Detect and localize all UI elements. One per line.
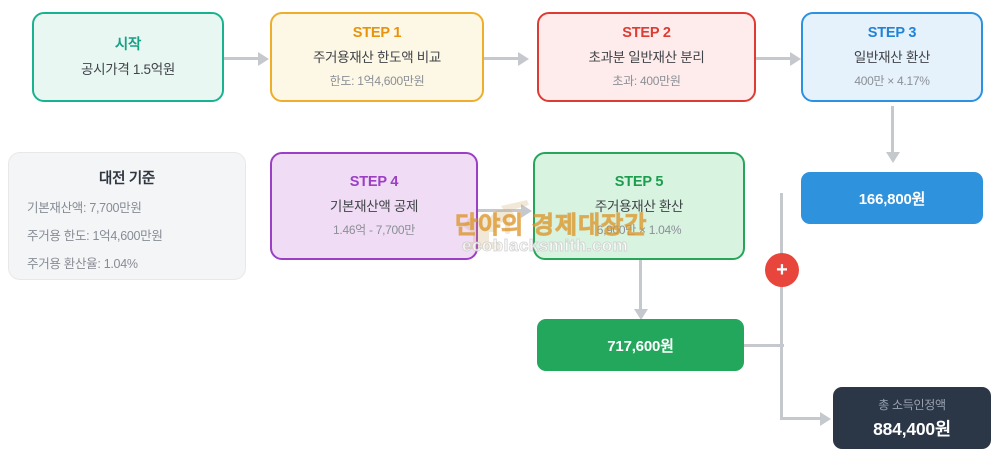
node-step2-note: 초과: 400만원 — [612, 74, 681, 89]
reference-info-panel: 대전 기준 기본재산액: 7,700만원 주거용 한도: 1억4,600만원 주… — [8, 152, 246, 280]
reference-panel-title: 대전 기준 — [99, 171, 155, 187]
node-step4[interactable]: STEP 4 기본재산액 공제 1.46억 - 7,700만 — [270, 152, 478, 260]
total-income-caption: 총 소득인정액 — [878, 397, 946, 412]
node-step3-note: 400만 × 4.17% — [854, 74, 930, 89]
connector-step2-to-step3 — [756, 57, 792, 60]
total-income-value: 884,400원 — [873, 418, 951, 439]
node-step3[interactable]: STEP 3 일반재산 환산 400만 × 4.17% — [801, 12, 983, 102]
connector-green-result-to-rail — [744, 344, 784, 347]
arrow-step3-to-blue-result — [885, 152, 900, 163]
reference-panel-row-housing-limit: 주거용 한도: 1억4,600만원 — [27, 228, 163, 243]
node-start[interactable]: 시작 공시가격 1.5억원 — [32, 12, 224, 102]
arrow-step5-to-green-result — [633, 309, 648, 320]
result-housing-converted[interactable]: 717,600원 — [537, 319, 744, 371]
node-step5[interactable]: STEP 5 주거용재산 환산 6,900만 × 1.04% — [533, 152, 745, 260]
result-general-converted[interactable]: 166,800원 — [801, 172, 983, 224]
node-step1-subtitle: 주거용재산 한도액 비교 — [312, 50, 442, 66]
node-step2-subtitle: 초과분 일반재산 분리 — [588, 50, 705, 66]
node-step1-note: 한도: 1억4,600만원 — [329, 74, 425, 89]
node-step5-title: STEP 5 — [614, 174, 664, 191]
plus-icon-glyph: + — [776, 259, 788, 281]
node-step4-title: STEP 4 — [349, 174, 399, 191]
node-step2[interactable]: STEP 2 초과분 일반재산 분리 초과: 400만원 — [537, 12, 756, 102]
node-step4-subtitle: 기본재산액 공제 — [329, 199, 419, 215]
node-step3-subtitle: 일반재산 환산 — [853, 50, 931, 66]
node-step5-note: 6,900만 × 1.04% — [596, 223, 682, 238]
connector-sum-rail-vertical — [780, 193, 783, 420]
connector-step3-to-blue-result — [891, 106, 894, 154]
reference-panel-row-basic-asset: 기본재산액: 7,700만원 — [27, 201, 142, 215]
node-step4-note: 1.46억 - 7,700만 — [333, 223, 415, 238]
node-start-title: 시작 — [114, 36, 142, 53]
connector-step5-to-green-result — [639, 256, 642, 311]
reference-panel-row-housing-rate: 주거용 환산율: 1.04% — [27, 256, 138, 271]
arrow-start-to-step1 — [258, 51, 269, 66]
connector-start-to-step1 — [224, 57, 260, 60]
node-start-subtitle: 공시가격 1.5억원 — [80, 61, 176, 77]
arrow-step4-to-step5 — [521, 203, 532, 218]
node-step1-title: STEP 1 — [352, 25, 402, 42]
connector-step4-to-step5 — [478, 209, 526, 212]
node-step1[interactable]: STEP 1 주거용재산 한도액 비교 한도: 1억4,600만원 — [270, 12, 484, 102]
node-step3-title: STEP 3 — [867, 25, 917, 42]
arrow-rail-to-total — [820, 411, 831, 426]
result-general-converted-value: 166,800원 — [858, 190, 926, 208]
node-step5-subtitle: 주거용재산 환산 — [594, 199, 684, 215]
connector-rail-to-total — [780, 417, 824, 420]
arrow-step1-to-step2 — [518, 51, 529, 66]
plus-icon: + — [765, 253, 799, 287]
connector-step1-to-step2 — [484, 57, 520, 60]
result-housing-converted-value: 717,600원 — [607, 337, 674, 355]
node-step2-title: STEP 2 — [622, 25, 671, 42]
arrow-step2-to-step3 — [790, 51, 801, 66]
total-income-box[interactable]: 총 소득인정액 884,400원 — [833, 387, 991, 449]
